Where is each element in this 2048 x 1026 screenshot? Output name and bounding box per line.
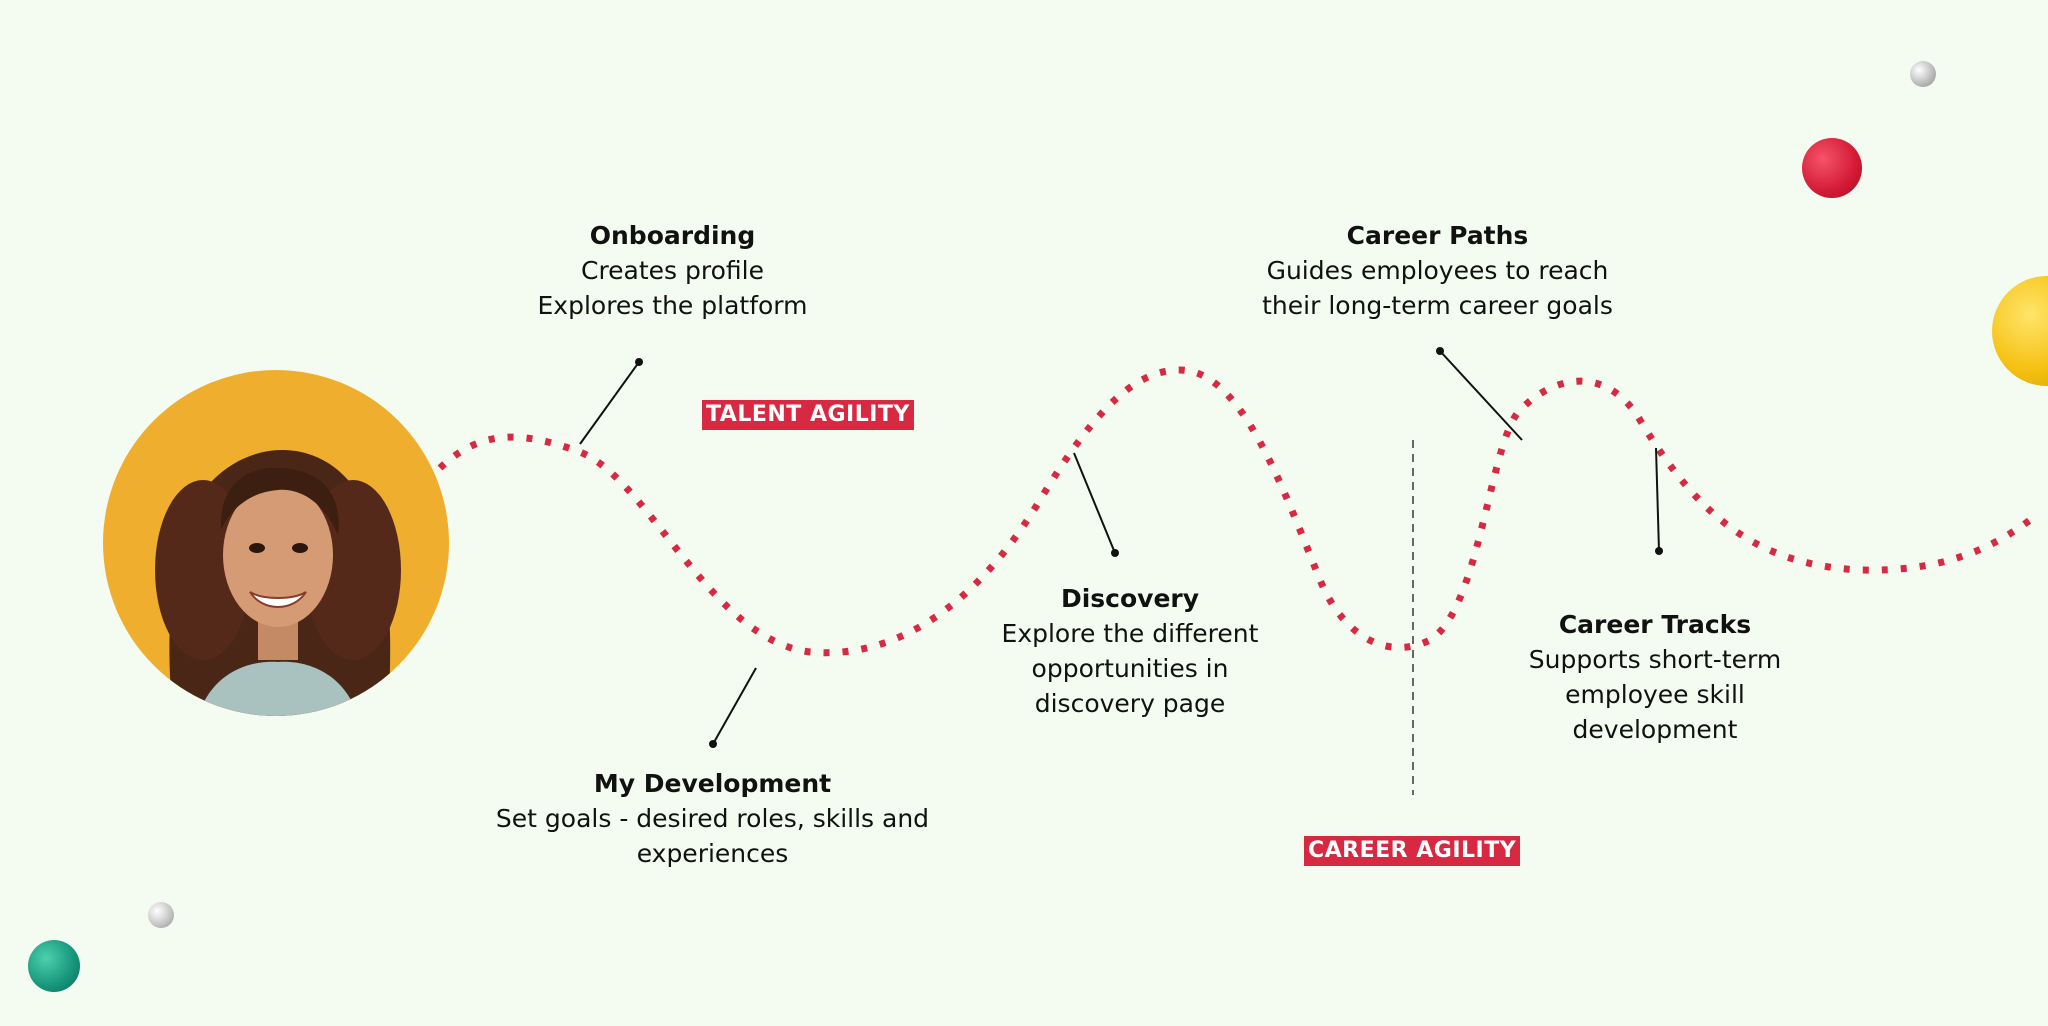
step-onboarding: Onboarding Creates profile Explores the … (510, 218, 835, 323)
user-portrait (103, 370, 449, 716)
step-description: Creates profile Explores the platform (537, 256, 808, 320)
step-my-development: My Development Set goals - desired roles… (470, 766, 955, 871)
red-sphere-icon (1802, 138, 1862, 198)
leader-career-tracks (1655, 447, 1663, 555)
step-career-tracks: Career Tracks Supports short-term employ… (1505, 607, 1805, 747)
woman-portrait-illustration (155, 450, 401, 716)
grey-sphere-icon (148, 902, 174, 928)
step-description: Set goals - desired roles, skills and ex… (495, 804, 930, 868)
leader-my-development (709, 667, 757, 748)
step-title: Onboarding (589, 221, 756, 250)
green-sphere-icon (28, 940, 80, 992)
step-title: Career Paths (1346, 221, 1529, 250)
talent-agility-tag: TALENT AGILITY (702, 400, 914, 430)
leader-onboarding (579, 358, 643, 445)
step-description: Explore the different opportunities in d… (1001, 619, 1259, 718)
step-discovery: Discovery Explore the different opportun… (985, 581, 1275, 721)
step-title: My Development (593, 769, 832, 798)
leader-discovery (1073, 452, 1119, 557)
grey-sphere-icon (1910, 61, 1936, 87)
step-description: Guides employees to reach their long-ter… (1262, 256, 1613, 320)
step-career-paths: Career Paths Guides employees to reach t… (1230, 218, 1645, 323)
step-title: Career Tracks (1558, 610, 1752, 639)
step-title: Discovery (1060, 584, 1200, 613)
journey-path (437, 366, 2033, 657)
leader-career-paths (1436, 347, 1523, 441)
career-agility-tag: CAREER AGILITY (1304, 836, 1521, 866)
step-description: Supports short-term employee skill devel… (1528, 645, 1782, 744)
